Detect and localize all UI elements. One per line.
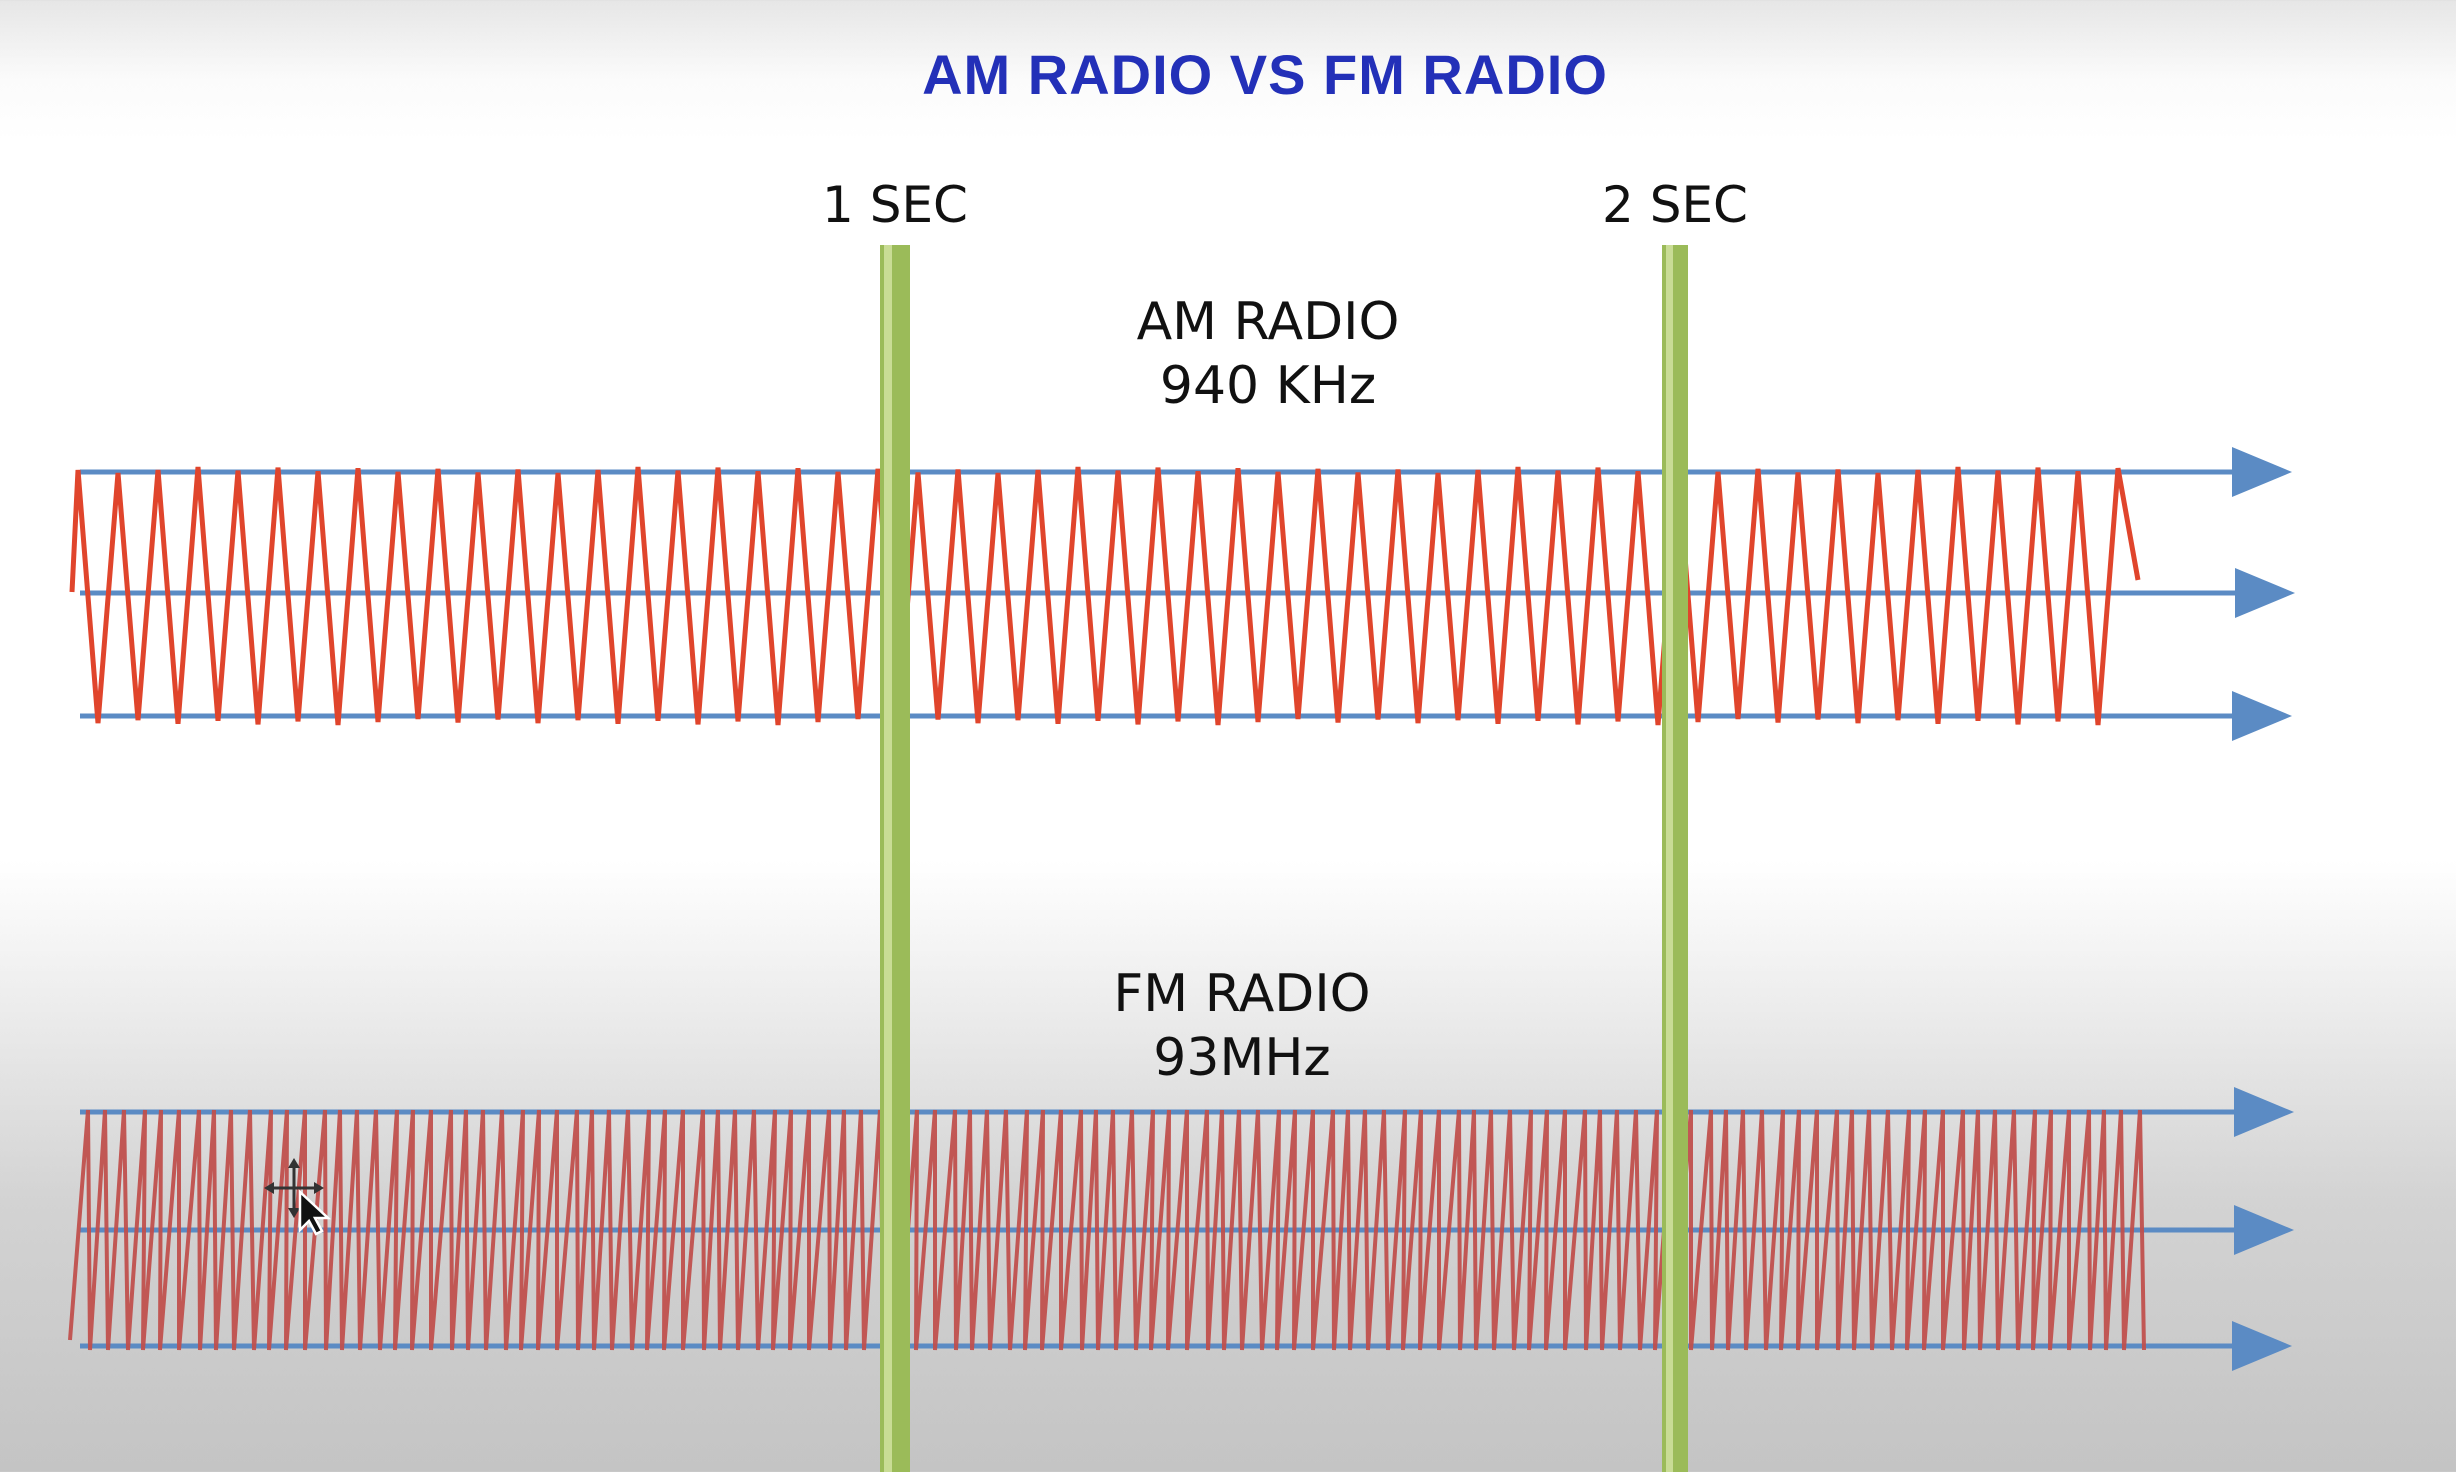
time-marker-1-bar-highlight (884, 245, 892, 1472)
time-marker-2-label: 2 SEC (1602, 176, 1748, 234)
fm-label: FM RADIO 93MHz (942, 962, 1542, 1090)
time-marker-1-label: 1 SEC (822, 176, 968, 234)
move-cursor-icon (264, 1158, 332, 1236)
time-bars (880, 245, 1688, 1472)
time-marker-2-bar-highlight (1666, 245, 1673, 1472)
time-marker-2-bar (1662, 245, 1688, 1472)
am-carrier-wave (69, 466, 2141, 726)
fm-name: FM RADIO (1113, 964, 1371, 1024)
am-frequency: 940 KHz (1159, 356, 1377, 416)
fm-carrier-wave (68, 1109, 2146, 1351)
fm-frequency: 93MHz (1153, 1028, 1331, 1088)
am-name: AM RADIO (1136, 292, 1400, 352)
am-label: AM RADIO 940 KHz (968, 290, 1568, 418)
diagram-title: AM RADIO VS FM RADIO (922, 43, 1608, 106)
